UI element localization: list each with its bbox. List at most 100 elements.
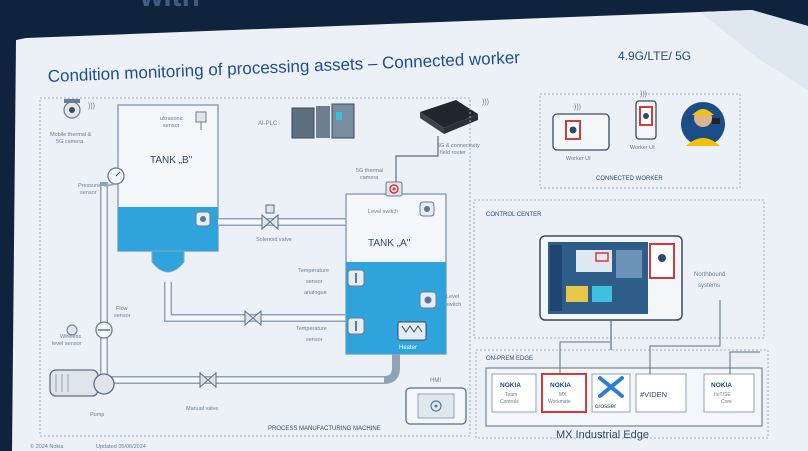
thermal-cam-label-2: camera (360, 175, 379, 181)
gauge-stem (103, 183, 117, 187)
connected-worker-box (539, 93, 741, 189)
gateway-cable (395, 136, 439, 182)
ultrasonic-label-2: sensor (163, 123, 180, 129)
northbound-label-2: systems (698, 283, 720, 289)
temp-sensor-label-1: Temperature (296, 326, 327, 332)
edge-link-3 (729, 351, 760, 374)
camera-label-1: Mobile thermal & (50, 132, 92, 138)
hmi-label: HMI (430, 378, 441, 384)
pressure-label-1: Pressure (78, 183, 100, 189)
solenoid-label: Solenoid valve (256, 237, 292, 243)
plc-label: AI-PLC (258, 121, 278, 127)
control-center-box (473, 199, 765, 339)
phone-label: Worker UI (630, 145, 655, 151)
footer-copyright: © 2024 Nokia (30, 443, 64, 450)
camera-icon (63, 99, 81, 119)
phone-wireless-icon: ))) (640, 91, 647, 98)
thermal-camera-icon (385, 181, 403, 197)
wireless-label-1: Wireless (60, 334, 81, 340)
temp-analogue-label-1: Temperature (298, 268, 329, 274)
control-center-monitor (539, 235, 683, 321)
hmi-panel-icon (405, 387, 467, 425)
temp-analogue-label-2: sensor (306, 279, 323, 285)
manual-valve-label: Manual valve (186, 406, 218, 412)
edge-app-1-brand: NOKIA (500, 382, 521, 389)
return-valve-icon (244, 309, 262, 327)
heater-icon (397, 321, 427, 341)
footer-updated: Updated 05/06/2024 (96, 444, 146, 450)
gateway-label-2: field router (440, 150, 466, 156)
tablet-label: Worker UI (566, 156, 591, 162)
edge-app-3-name: crosser (595, 403, 617, 410)
level-switch-icon (419, 291, 437, 309)
pump-label: Pump (90, 412, 104, 418)
wireless-label-2: level sensor (52, 341, 82, 347)
temperature-sensor-icon (347, 317, 365, 335)
edge-link-2 (649, 300, 721, 374)
crosser-logo-icon (598, 376, 624, 398)
level-switch-top-icon (419, 201, 435, 217)
gateway-wireless-icon: ))) (482, 99, 489, 106)
network-label: 4.9G/LTE/ 5G (618, 49, 691, 63)
pressure-label-2: sensor (80, 190, 97, 196)
heater-label: Heater (399, 345, 417, 351)
glare (700, 10, 808, 90)
gateway-icon (420, 100, 478, 134)
edge-box (475, 349, 769, 439)
flow-sensor-icon (95, 321, 113, 339)
edge-app-viden: #VIDEN (635, 373, 687, 413)
edge-app-iiot-core: NOKIA IIoT/SE Core (703, 373, 755, 413)
temperature-analogue-icon (347, 269, 365, 287)
tank-a-label: TANK „A" (368, 238, 411, 249)
camera-label-2: 5G camera (56, 139, 84, 145)
temp-analogue-label-3: analogue (304, 290, 327, 296)
worker-phone-icon (635, 100, 657, 140)
wireless-icon: ))) (88, 103, 95, 110)
edge-app-4-name: #VIDEN (640, 390, 667, 399)
edge-link-1 (559, 341, 610, 374)
tank-b-sensor-icon (195, 211, 211, 227)
edge-app-crosser: crosser (591, 373, 631, 413)
edge-app-1-name-1: Team (505, 392, 517, 398)
control-center-title: CONTROL CENTER (486, 212, 542, 218)
tank-a-outlet (383, 354, 400, 384)
temp-sensor-label-2: sensor (306, 337, 323, 343)
flow-label-2: sensor (114, 313, 131, 319)
level-switch-label-1: Level (446, 294, 459, 300)
return-pipe-inner (165, 282, 346, 321)
solenoid-valve-icon (261, 204, 279, 231)
pump-icon (49, 369, 115, 397)
thermal-cam-label-1: 5G thermal (356, 168, 383, 174)
ultrasonic-sensor-icon (195, 111, 207, 130)
edge-app-2-brand: NOKIA (550, 382, 571, 389)
edge-app-1-name-2: Controls (500, 399, 519, 405)
ultrasonic-label-1: ultrasonic (160, 116, 184, 122)
edge-app-5-name-2: Core (721, 399, 732, 405)
edge-platform-label: MX Industrial Edge (556, 429, 649, 441)
tank-b-label: TANK „B" (150, 155, 193, 166)
level-switch-label-2: switch (446, 302, 461, 308)
level-switch-top-label: Level switch (368, 209, 398, 215)
edge-title: ON-PREM EDGE (486, 356, 533, 362)
pressure-gauge-icon (107, 167, 125, 185)
tablet-wireless-icon: ))) (574, 104, 581, 111)
gateway-label-1: 5G & connectivity (437, 143, 480, 149)
edge-app-5-name-1: IIoT/SE (714, 392, 731, 398)
edge-app-2-name-2: Workmate (548, 399, 571, 405)
northbound-label-1: Northbound (694, 272, 725, 278)
worker-avatar (681, 102, 725, 146)
flow-label-1: Flow (116, 306, 128, 312)
banner-text: with (139, 0, 200, 13)
wireless-level-sensor-icon (66, 324, 78, 336)
edge-app-2-name-1: MX (559, 392, 567, 398)
edge-app-mx-workmate: NOKIA MX Workmate (541, 373, 587, 413)
tank-b-outlet (151, 250, 185, 273)
edge-app-5-brand: NOKIA (711, 382, 732, 389)
machine-label: PROCESS MANUFACTURING MACHINE (268, 426, 381, 432)
plc-icon (291, 103, 355, 139)
manual-valve-icon (199, 371, 217, 389)
edge-app-team-controls: NOKIA Team Controls (491, 373, 537, 413)
connected-worker-label: CONNECTED WORKER (596, 176, 663, 182)
worker-tablet-icon (552, 113, 610, 151)
